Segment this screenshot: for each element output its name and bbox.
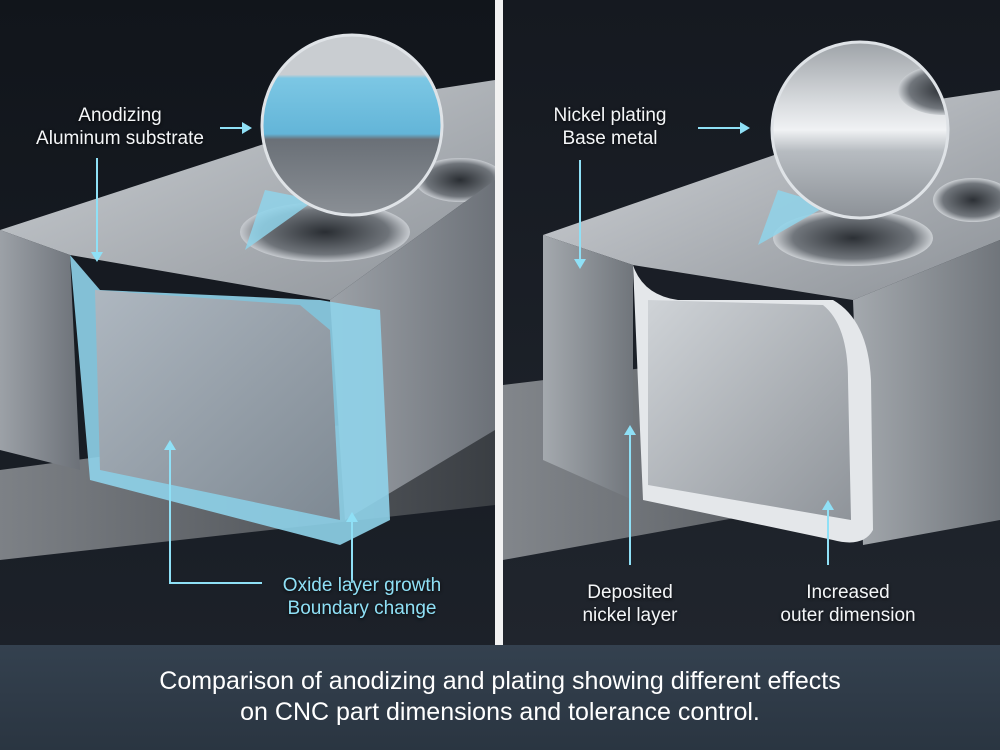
anodizing-label: Anodizing Aluminum substrate [20, 104, 220, 150]
outer-dimension-label: Increased outer dimension [748, 581, 948, 627]
caption-line-2: on CNC part dimensions and tolerance con… [240, 698, 760, 726]
base-metal-label: Base metal [562, 128, 658, 149]
aluminum-substrate-label: Aluminum substrate [36, 128, 204, 149]
increased-text: Increased [806, 582, 890, 603]
oxide-growth-label: Oxide layer growth Boundary change [262, 574, 462, 620]
oxide-layer-growth-text: Oxide layer growth [282, 575, 442, 596]
anodizing-title: Anodizing [78, 105, 162, 126]
caption-text: Comparison of anodizing and plating show… [0, 645, 1000, 728]
panel-divider [495, 0, 503, 645]
caption-line-1: Comparison of anodizing and plating show… [159, 667, 841, 695]
caption-bar: Comparison of anodizing and plating show… [0, 645, 1000, 750]
plated-part-illustration [503, 0, 1000, 645]
deposited-layer-label: Deposited nickel layer [555, 581, 705, 627]
nickel-plating-title: Nickel plating [553, 105, 667, 126]
nickel-layer-text: nickel layer [582, 605, 678, 626]
boundary-change-text: Boundary change [287, 598, 437, 619]
plating-panel: Nickel plating Base metal Deposited nick… [503, 0, 1000, 645]
outer-dimension-text: outer dimension [780, 605, 916, 626]
deposited-text: Deposited [587, 582, 673, 603]
anodizing-panel: Anodizing Aluminum substrate Oxide layer… [0, 0, 495, 645]
nickel-plating-label: Nickel plating Base metal [530, 104, 690, 150]
anodized-part-illustration [0, 0, 495, 645]
